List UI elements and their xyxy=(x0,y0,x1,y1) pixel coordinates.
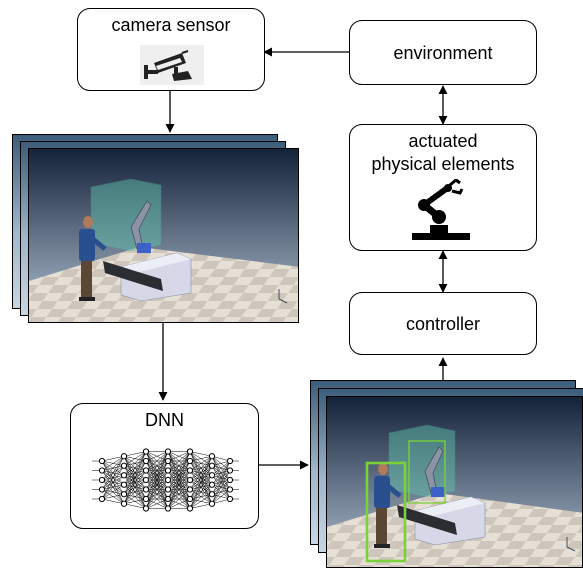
nn-node xyxy=(142,495,150,503)
nn-node xyxy=(142,467,150,474)
nn-node xyxy=(186,467,194,474)
environment-label: environment xyxy=(393,43,493,63)
nn-node xyxy=(186,505,194,512)
nn-node xyxy=(164,457,172,465)
actuated-label-line2: physical elements xyxy=(371,154,515,174)
nn-node xyxy=(164,495,172,503)
person-detection-box xyxy=(365,461,407,563)
camera-sensor-label: camera sensor xyxy=(111,15,231,35)
nn-node xyxy=(120,472,128,479)
nn-node xyxy=(120,453,128,460)
nn-node xyxy=(164,505,172,512)
nn-node xyxy=(164,467,172,474)
dnn-label: DNN xyxy=(145,410,184,430)
nn-node xyxy=(226,486,234,493)
output-frame-front xyxy=(326,396,583,568)
nn-node xyxy=(142,457,150,465)
nn-node xyxy=(186,476,194,484)
nn-node xyxy=(208,500,216,507)
nn-node xyxy=(226,495,234,503)
actuated-label-line1: actuated xyxy=(408,131,478,151)
actuated-elements-box: actuated physical elements xyxy=(349,124,537,251)
nn-node xyxy=(98,467,106,474)
nn-node xyxy=(142,505,150,512)
nn-node xyxy=(120,462,128,469)
controller-label: controller xyxy=(405,314,481,334)
nn-node xyxy=(186,457,194,465)
security-camera-icon xyxy=(140,45,204,85)
scene-image xyxy=(29,149,298,322)
robot-detection-box xyxy=(408,440,446,504)
nn-node xyxy=(98,476,106,484)
environment-box: environment xyxy=(349,20,537,85)
nn-node xyxy=(142,476,150,484)
nn-node xyxy=(120,481,128,488)
nn-node xyxy=(98,495,106,503)
camera-sensor-box: camera sensor xyxy=(77,8,265,91)
dnn-box: DNN xyxy=(70,403,259,529)
nn-node xyxy=(164,448,172,455)
nn-node xyxy=(208,491,216,498)
nn-node xyxy=(142,486,150,493)
input-frame-front xyxy=(28,148,299,323)
nn-node xyxy=(164,476,172,484)
nn-node xyxy=(226,457,234,465)
nn-node xyxy=(186,495,194,503)
nn-node xyxy=(120,491,128,498)
neural-network-icon xyxy=(92,448,239,512)
robot-arm-icon xyxy=(412,179,470,240)
nn-node xyxy=(164,486,172,493)
nn-node xyxy=(208,472,216,479)
controller-box: controller xyxy=(349,292,537,355)
nn-node xyxy=(208,481,216,488)
nn-node xyxy=(226,476,234,484)
nn-node xyxy=(208,462,216,469)
nn-node xyxy=(98,486,106,493)
nn-node xyxy=(98,457,106,465)
nn-node xyxy=(120,500,128,507)
nn-node xyxy=(226,467,234,474)
nn-node xyxy=(208,453,216,460)
nn-node xyxy=(186,486,194,493)
nn-node xyxy=(186,448,194,455)
scene-image-detections xyxy=(327,397,582,567)
nn-node xyxy=(142,448,150,455)
